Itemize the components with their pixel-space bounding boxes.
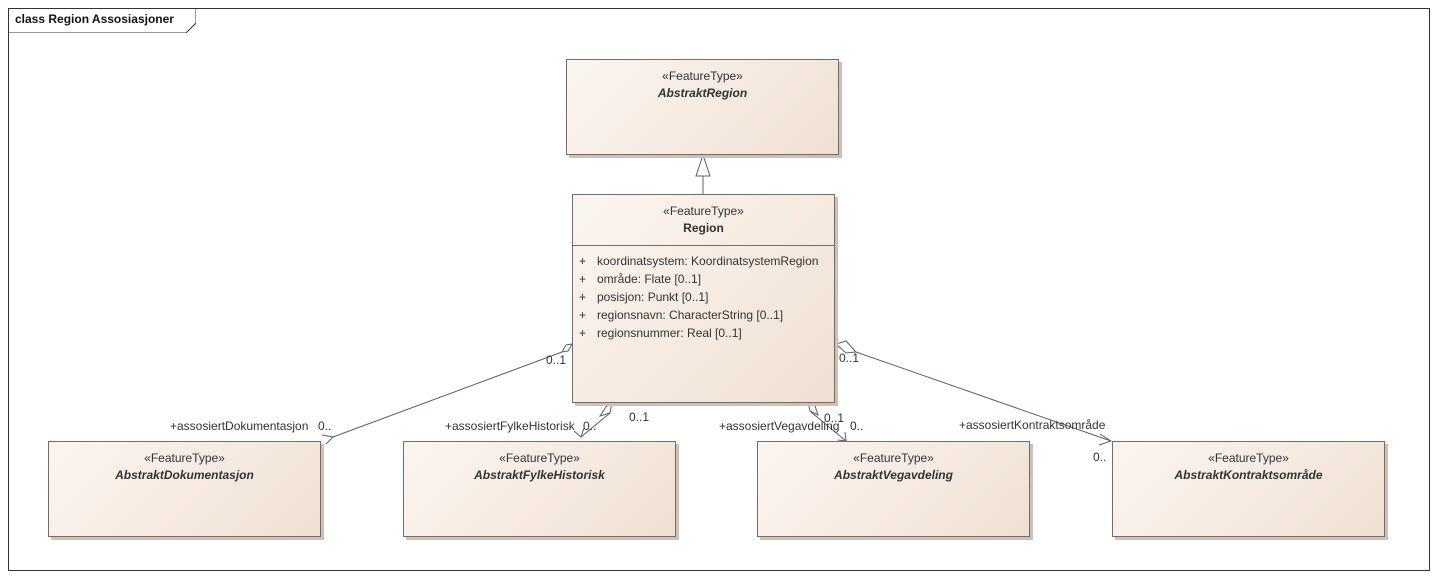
multiplicity-source-dokumentasjon: 0..1	[546, 353, 567, 367]
attribute-row[interactable]: +område: Flate [0..1]	[579, 272, 702, 286]
class-name: AbstraktRegion	[657, 86, 748, 100]
stereotype-label: «FeatureType»	[663, 204, 744, 218]
class-name: AbstraktVegavdeling	[834, 468, 953, 482]
multiplicity-target-vegavdeling: 0..	[850, 419, 864, 433]
aggregation-diamond-kontraktsomrade	[835, 340, 858, 354]
frame-title: class Region Assosiasjoner	[15, 12, 174, 26]
attribute-row[interactable]: +posisjon: Punkt [0..1]	[579, 290, 709, 304]
arrowhead-kontraktsomrade	[1098, 433, 1113, 446]
association-vegavdeling[interactable]	[810, 411, 847, 442]
class-name: AbstraktKontraktsområde	[1174, 468, 1323, 482]
stereotype-label: «FeatureType»	[499, 451, 580, 465]
class-name: AbstraktDokumentasjon	[115, 468, 254, 482]
frame-title-tab	[8, 8, 196, 33]
attribute-row[interactable]: +regionsnavn: CharacterString [0..1]	[579, 308, 784, 322]
role-label-vegavdeling: +assosiertVegavdeling	[719, 419, 840, 433]
role-label-fylkehistorisk: +assosiertFylkeHistorisk	[445, 419, 575, 433]
stereotype-label: «FeatureType»	[853, 451, 934, 465]
class-abstrakt-kontraktsomrade[interactable]: «FeatureType» AbstraktKontraktsområde	[1112, 441, 1385, 537]
aggregation-diamond-fylkehistorisk	[598, 400, 613, 417]
stereotype-label: «FeatureType»	[144, 451, 225, 465]
multiplicity-source-kontraktsomrade: 0..1	[839, 351, 860, 365]
attribute-compartment: +koordinatsystem: KoordinatsystemRegion …	[573, 245, 834, 342]
multiplicity-target-fylkehistorisk: 0..	[583, 419, 597, 433]
aggregation-diamond-vegavdeling	[807, 401, 819, 416]
multiplicity-target-kontraktsomrade: 0..	[1093, 450, 1107, 464]
arrowhead-dokumentasjon	[321, 434, 335, 445]
role-label-dokumentasjon: +assosiertDokumentasjon	[170, 419, 309, 433]
association-kontraktsomrade[interactable]	[855, 351, 1112, 442]
class-abstrakt-region[interactable]: «FeatureType» AbstraktRegion	[566, 59, 839, 155]
attribute-row[interactable]: +koordinatsystem: KoordinatsystemRegion	[579, 254, 819, 268]
generalization-arrowhead	[695, 153, 711, 177]
class-name: AbstraktFylkeHistorisk	[474, 468, 605, 482]
stereotype-label: «FeatureType»	[1208, 451, 1289, 465]
multiplicity-target-dokumentasjon: 0..	[318, 419, 332, 433]
class-name: Region	[683, 221, 724, 235]
diagram-frame	[8, 8, 1430, 571]
stereotype-label: «FeatureType»	[662, 69, 743, 83]
class-abstrakt-fylkehistorisk[interactable]: «FeatureType» AbstraktFylkeHistorisk	[403, 441, 676, 537]
multiplicity-source-fylkehistorisk: 0..1	[629, 410, 650, 424]
aggregation-diamond-dokumentasjon	[561, 343, 573, 353]
class-abstrakt-dokumentasjon[interactable]: «FeatureType» AbstraktDokumentasjon	[48, 441, 321, 537]
class-abstrakt-vegavdeling[interactable]: «FeatureType» AbstraktVegavdeling	[757, 441, 1030, 537]
association-dokumentasjon[interactable]	[332, 351, 563, 438]
class-region[interactable]: «FeatureType» Region +koordinatsystem: K…	[572, 194, 835, 403]
role-label-kontraktsomrade: +assosiertKontraktsområde	[959, 418, 1106, 432]
arrowhead-fylkehistorisk	[573, 427, 585, 438]
attribute-row[interactable]: +regionsnummer: Real [0..1]	[579, 326, 742, 340]
multiplicity-source-vegavdeling: 0..1	[824, 411, 845, 425]
association-fylkehistorisk[interactable]	[580, 412, 611, 438]
